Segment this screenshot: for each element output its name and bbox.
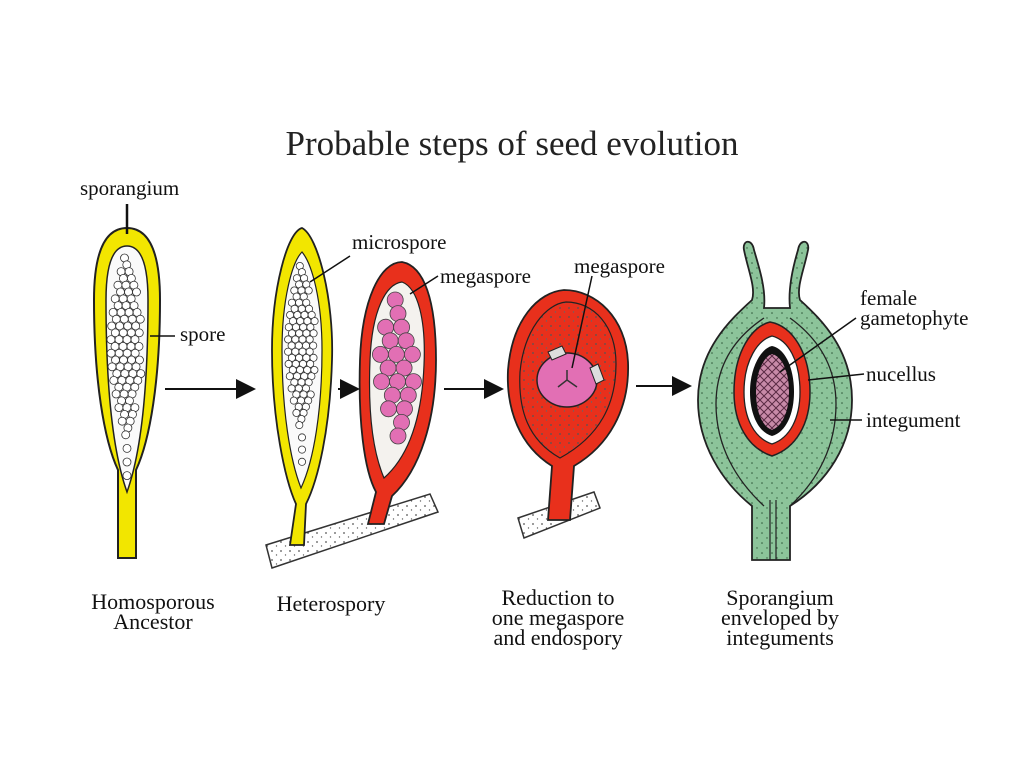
label-nucellus: nucellus: [866, 362, 936, 386]
label-integument: integument: [866, 408, 961, 432]
label-female: female: [860, 286, 918, 310]
homosporous-sporangium: [92, 204, 175, 559]
label-spore: spore: [180, 322, 226, 346]
enveloped-sporangium-drawing: [697, 240, 865, 561]
label-megaspore-heterospory: megaspore: [440, 264, 531, 288]
caption-reduction: Reduction to one megaspore and endospory: [491, 585, 625, 650]
label-microspore: microspore: [352, 230, 447, 254]
caption-heterospory: Heterospory: [276, 591, 386, 616]
microspores-cluster: [284, 261, 319, 466]
label-megaspore-reduction: megaspore: [574, 254, 665, 278]
caption-homosporous-ancestor: Homosporous Ancestor: [91, 589, 215, 634]
reduction-drawing: [506, 275, 629, 539]
heterospory-drawing: [265, 227, 440, 569]
spores-cluster: [106, 253, 146, 481]
label-gametophyte: gametophyte: [860, 306, 969, 330]
label-sporangium: sporangium: [80, 176, 180, 200]
megaspores-cluster: [371, 291, 422, 445]
diagram-title: Probable steps of seed evolution: [285, 124, 739, 163]
caption-enveloped-by-integuments: Sporangium enveloped by integuments: [721, 585, 839, 650]
